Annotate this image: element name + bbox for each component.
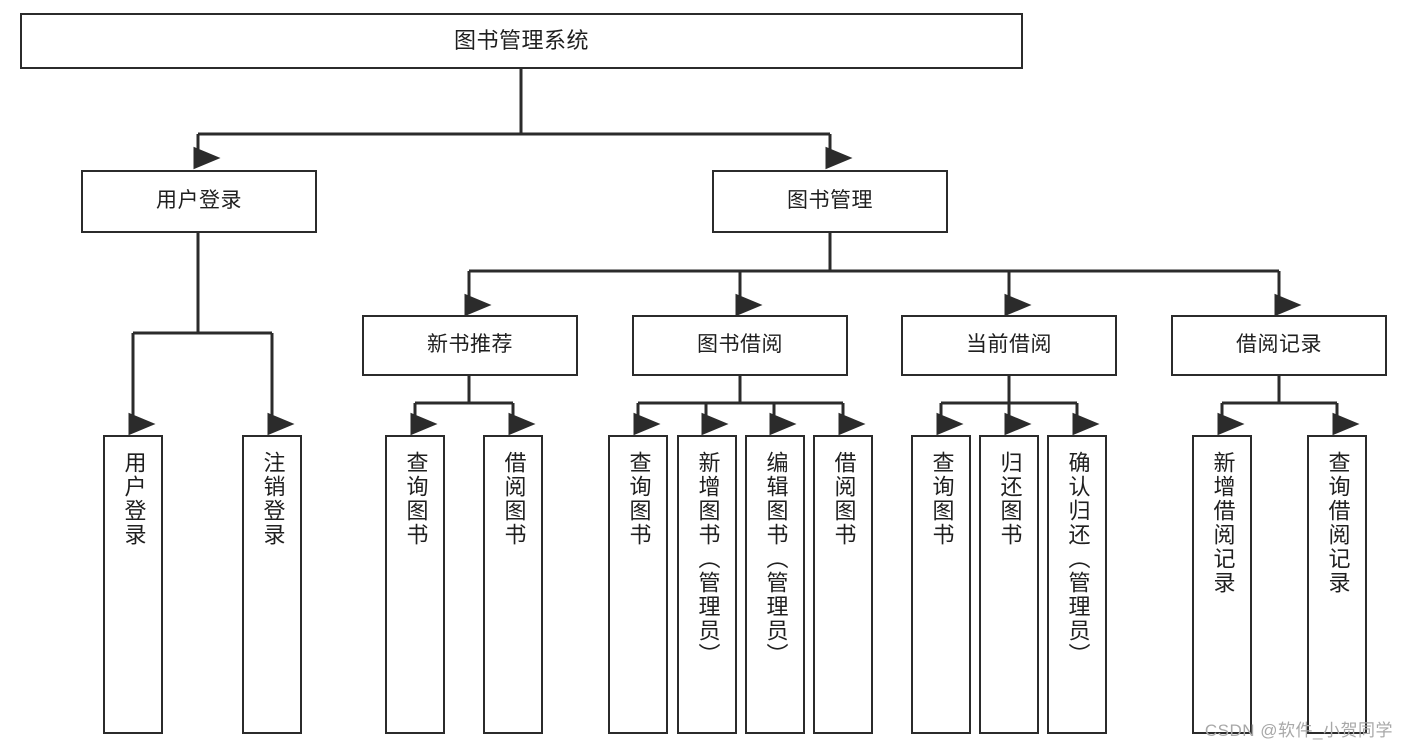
node-leaf-query-record-label: 查询借阅记录 (1325, 451, 1351, 595)
node-leaf-borrow-book-1[interactable]: 借阅图书 (483, 435, 543, 734)
node-leaf-user-login-label: 用户登录 (121, 451, 147, 547)
node-borrow-record[interactable]: 借阅记录 (1171, 315, 1387, 376)
node-root-label: 图书管理系统 (453, 28, 589, 54)
node-leaf-query-record[interactable]: 查询借阅记录 (1307, 435, 1367, 734)
node-leaf-add-book-label: 新增图书（管理员） (695, 451, 721, 667)
node-leaf-query-book-1[interactable]: 查询图书 (385, 435, 445, 734)
node-book-manage[interactable]: 图书管理 (712, 170, 948, 233)
node-leaf-return-book[interactable]: 归还图书 (979, 435, 1039, 734)
node-leaf-query-book-2-label: 查询图书 (626, 451, 652, 547)
node-current-borrow[interactable]: 当前借阅 (901, 315, 1117, 376)
node-new-book-rec-label: 新书推荐 (427, 333, 513, 357)
node-borrow-record-label: 借阅记录 (1236, 333, 1322, 357)
node-leaf-confirm-return[interactable]: 确认归还（管理员） (1047, 435, 1107, 734)
node-leaf-query-book-1-label: 查询图书 (403, 451, 429, 547)
node-leaf-edit-book[interactable]: 编辑图书（管理员） (745, 435, 805, 734)
node-book-manage-label: 图书管理 (787, 189, 873, 213)
node-book-borrow-label: 图书借阅 (697, 333, 783, 357)
node-leaf-query-book-2[interactable]: 查询图书 (608, 435, 668, 734)
node-user-login[interactable]: 用户登录 (81, 170, 317, 233)
watermark: CSDN @软件_小贺同学 (1204, 721, 1393, 740)
node-leaf-add-record-label: 新增借阅记录 (1210, 451, 1236, 595)
node-leaf-query-book-3[interactable]: 查询图书 (911, 435, 971, 734)
node-new-book-rec[interactable]: 新书推荐 (362, 315, 578, 376)
node-leaf-logout-label: 注销登录 (260, 451, 286, 547)
node-book-borrow[interactable]: 图书借阅 (632, 315, 848, 376)
node-leaf-logout[interactable]: 注销登录 (242, 435, 302, 734)
node-leaf-confirm-return-label: 确认归还（管理员） (1065, 451, 1091, 667)
node-leaf-borrow-book-2[interactable]: 借阅图书 (813, 435, 873, 734)
node-current-borrow-label: 当前借阅 (966, 333, 1052, 357)
node-leaf-borrow-book-1-label: 借阅图书 (501, 451, 527, 547)
node-leaf-query-book-3-label: 查询图书 (929, 451, 955, 547)
node-leaf-user-login[interactable]: 用户登录 (103, 435, 163, 734)
node-leaf-return-book-label: 归还图书 (997, 451, 1023, 547)
node-root[interactable]: 图书管理系统 (20, 13, 1023, 69)
node-leaf-add-book[interactable]: 新增图书（管理员） (677, 435, 737, 734)
node-leaf-borrow-book-2-label: 借阅图书 (831, 451, 857, 547)
node-leaf-add-record[interactable]: 新增借阅记录 (1192, 435, 1252, 734)
node-user-login-label: 用户登录 (156, 189, 242, 213)
node-leaf-edit-book-label: 编辑图书（管理员） (763, 451, 789, 667)
